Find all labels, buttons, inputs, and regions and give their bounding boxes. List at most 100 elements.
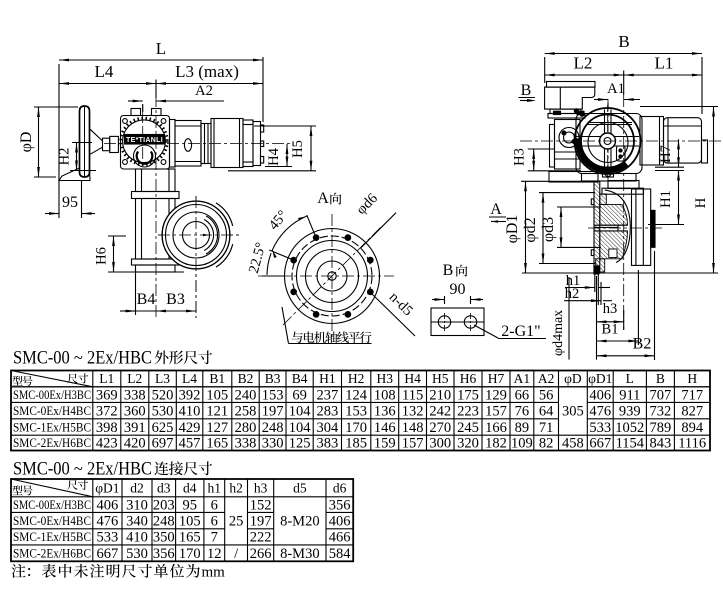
svg-text:429: 429 [179,420,201,436]
svg-text:667: 667 [97,546,119,562]
svg-text:A1: A1 [514,371,531,386]
svg-text:827: 827 [681,403,703,419]
svg-text:245: 245 [457,420,479,436]
svg-text:410: 410 [179,403,201,419]
svg-text:H3: H3 [512,148,528,166]
svg-text:457: 457 [179,436,201,452]
svg-text:H4: H4 [404,371,421,386]
svg-text:248: 248 [153,513,175,529]
svg-text:φD1: φD1 [588,371,612,386]
svg-text:159: 159 [374,436,396,452]
svg-text:6: 6 [211,497,218,513]
svg-text:A: A [490,201,502,218]
svg-text:338: 338 [124,387,146,403]
svg-text:1052: 1052 [615,420,644,436]
svg-text:894: 894 [681,420,704,436]
svg-text:152: 152 [250,497,272,513]
svg-text:φd3: φd3 [540,217,557,242]
svg-text:338: 338 [235,436,257,452]
svg-text:369: 369 [96,387,118,403]
svg-text:356: 356 [329,497,351,513]
svg-text:SMC-00Ex/H3BC: SMC-00Ex/H3BC [13,498,91,512]
svg-text:280: 280 [235,420,257,436]
svg-text:104: 104 [289,403,312,419]
svg-text:B: B [443,262,454,279]
svg-text:939: 939 [619,403,641,419]
svg-text:d5: d5 [293,480,307,495]
svg-text:H5: H5 [432,371,449,386]
svg-text:2-G1": 2-G1" [501,323,540,340]
svg-text:B: B [656,371,665,386]
svg-text:H3: H3 [377,371,394,386]
svg-text:153: 153 [262,387,284,403]
svg-text:165: 165 [206,436,228,452]
svg-text:210: 210 [429,387,451,403]
svg-text:105: 105 [206,387,228,403]
svg-text:240: 240 [235,387,257,403]
svg-text:SMC-2Ex/H6BC: SMC-2Ex/H6BC [13,436,91,450]
svg-text:136: 136 [374,403,396,419]
svg-text:L3 (max): L3 (max) [175,62,239,81]
svg-text:B2: B2 [633,336,652,353]
svg-text:707: 707 [650,387,672,403]
svg-text:SMC-00 ~ 2Ex/HBC: SMC-00 ~ 2Ex/HBC [13,459,152,480]
svg-text:SMC-1Ex/H5BC: SMC-1Ex/H5BC [13,530,91,544]
svg-text:423: 423 [96,436,118,452]
svg-text:H7: H7 [488,371,505,386]
svg-text:SMC-00Ex/H3BC: SMC-00Ex/H3BC [13,388,91,402]
svg-text:667: 667 [589,436,611,452]
svg-text:625: 625 [152,420,174,436]
svg-text:248: 248 [262,420,284,436]
svg-text:304: 304 [316,420,339,436]
svg-text:h1: h1 [208,480,222,495]
svg-text:129: 129 [485,387,507,403]
svg-text:911: 911 [619,387,640,403]
svg-text:148: 148 [402,420,424,436]
svg-text:8-M20: 8-M20 [280,513,319,529]
svg-text:L4: L4 [182,371,197,386]
svg-text:φd4max: φd4max [551,310,566,356]
svg-text:/: / [234,546,239,562]
svg-text:φd2: φd2 [522,217,539,242]
svg-text:L2: L2 [574,54,593,73]
svg-text:789: 789 [650,420,672,436]
svg-text:H1: H1 [319,371,336,386]
svg-text:H2: H2 [57,148,73,166]
svg-text:197: 197 [250,513,272,529]
svg-text:φD1: φD1 [504,215,521,244]
svg-text:H6: H6 [94,247,110,265]
svg-text:H5: H5 [290,140,306,158]
svg-text:356: 356 [153,546,175,562]
svg-text:383: 383 [316,436,338,452]
svg-text:125: 125 [289,436,311,452]
svg-text:95: 95 [183,497,198,513]
svg-text:h3: h3 [254,480,268,495]
svg-text:95: 95 [62,194,78,211]
svg-text:127: 127 [206,420,228,436]
svg-text:L3: L3 [155,371,170,386]
svg-text:mm: mm [202,565,226,581]
svg-text:1116: 1116 [678,436,706,452]
svg-text:8-M30: 8-M30 [280,546,319,562]
svg-text:B: B [618,32,629,51]
svg-text:SMC-0Ex/H4BC: SMC-0Ex/H4BC [13,514,91,528]
svg-text:410: 410 [126,530,148,546]
svg-text:SMC-2Ex/H6BC: SMC-2Ex/H6BC [13,546,91,560]
svg-text:406: 406 [589,387,611,403]
svg-text:h2: h2 [229,480,243,495]
svg-text:330: 330 [262,436,284,452]
svg-text:476: 476 [97,513,119,529]
svg-text:132: 132 [402,403,424,419]
svg-text:266: 266 [250,546,272,562]
svg-text:182: 182 [485,436,507,452]
svg-text:360: 360 [124,403,146,419]
svg-text:25: 25 [229,513,244,529]
svg-text:7: 7 [211,530,218,546]
svg-text:109: 109 [511,436,533,452]
svg-text:300: 300 [429,436,451,452]
svg-text:197: 197 [262,403,284,419]
svg-text:d3: d3 [157,480,171,495]
svg-text:530: 530 [126,546,148,562]
svg-text:A2: A2 [195,83,213,99]
svg-text:157: 157 [402,436,424,452]
